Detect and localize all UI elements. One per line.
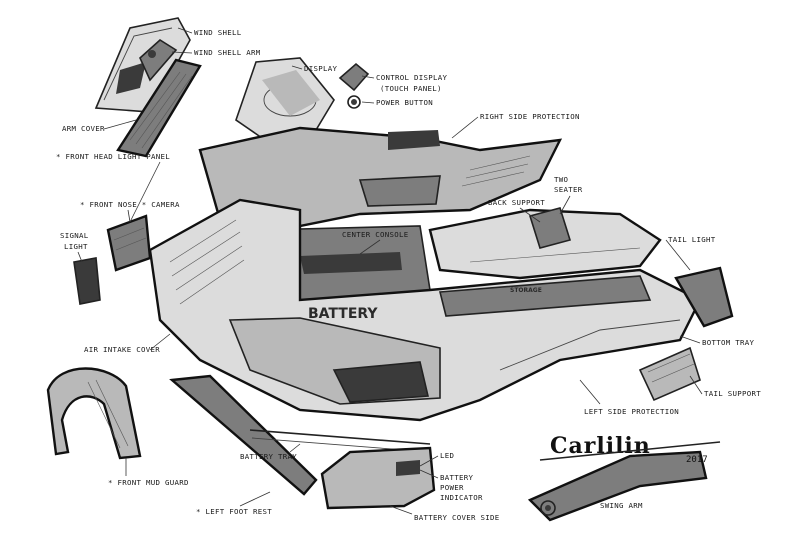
artist-signature: Carlilin 2017 [539,433,721,465]
wind-shell-arm-part [139,39,178,82]
label-two-seater-line1: TWO [554,175,568,184]
label-arm-cover: ARM COVER [62,124,105,133]
label-battery-cover-side: BATTERY COVER SIDE [414,513,500,522]
labels: WIND SHELL WIND SHELL ARM DISPLAY CONTRO… [56,27,761,522]
label-front-headlight-panel: * FRONT HEAD LIGHT PANEL [56,152,170,161]
label-swing-arm: SWING ARM [600,501,643,510]
label-touch-panel: (TOUCH PANEL) [380,84,442,93]
label-signal-light-line1: SIGNAL [60,231,89,240]
battery-emboss: BATTERY [308,306,378,322]
label-battery-tray: BATTERY TRAY [240,452,297,461]
swing-arm-part [527,450,708,522]
front-nose-part [106,214,152,272]
label-right-side-protection: RIGHT SIDE PROTECTION [480,112,580,121]
label-front-mud-guard: * FRONT MUD GUARD [108,478,189,487]
label-battery-power-indicator-line1: BATTERY [440,473,473,482]
main-body-part [148,198,702,422]
two-seater-part [428,207,662,280]
arm-cover-part [116,58,202,158]
label-left-foot-rest: * LEFT FOOT REST [196,507,272,516]
label-power-button: POWER BUTTON [376,98,433,107]
label-battery-power-indicator-line3: INDICATOR [440,493,483,502]
label-back-support: BACK SUPPORT [488,198,545,207]
label-display: DISPLAY [304,64,337,73]
signature-name: Carlilin [550,433,651,459]
storage-emboss-text: STORAGE [510,287,542,294]
label-tail-light: TAIL LIGHT [668,235,716,244]
label-air-intake-cover: AIR INTAKE COVER [84,345,160,354]
label-center-console: CENTER CONSOLE [342,230,409,239]
battery-cover-side-part [320,446,436,510]
label-led: LED [440,451,454,460]
label-control-display: CONTROL DISPLAY [376,73,447,82]
label-left-side-protection: LEFT SIDE PROTECTION [584,407,679,416]
label-wind-shell: WIND SHELL [194,28,242,37]
tail-support-part [638,346,701,402]
right-side-protection-part [198,126,563,232]
signature-year: 2017 [686,455,708,465]
label-front-nose-camera: * FRONT NOSE * CAMERA [80,200,180,209]
tail-light-part [674,266,734,328]
battery-tray-part [169,374,431,496]
signal-light-part [73,257,101,305]
control-display-part [338,62,370,109]
label-bottom-tray: BOTTOM TRAY [702,338,754,347]
front-mud-guard-part [46,367,142,460]
label-two-seater-line2: SEATER [554,185,583,194]
label-battery-power-indicator-line2: POWER [440,483,464,492]
label-tail-support: TAIL SUPPORT [704,389,761,398]
storage-emboss: STORAGE [510,287,542,294]
label-wind-shell-arm: WIND SHELL ARM [194,48,261,57]
label-signal-light-line2: LIGHT [64,242,88,251]
battery-emboss-text: BATTERY [308,306,378,322]
